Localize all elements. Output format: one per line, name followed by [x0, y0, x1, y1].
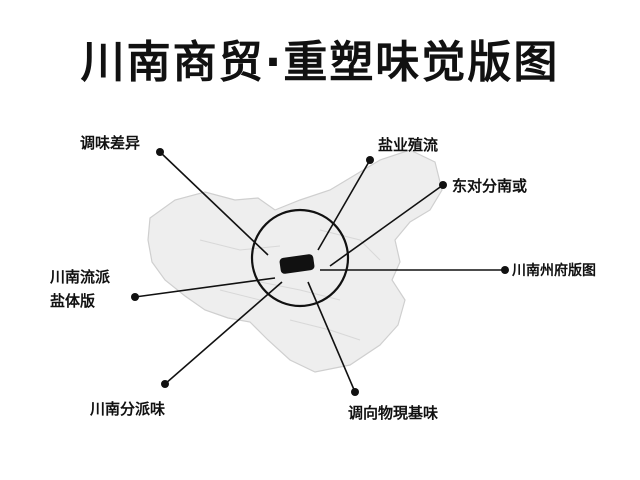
label-bottom-right: 调向物現基味 [348, 404, 439, 422]
page-title: 川南商贸·重塑味觉版图 [80, 37, 560, 88]
center-badge [279, 254, 315, 274]
label-top-right: 盐业殖流 [378, 136, 439, 154]
label-bottom-left: 川南分派味 [90, 400, 166, 418]
dot-top-right [366, 156, 374, 164]
dot-right-mid [501, 266, 509, 274]
label-top-left: 调味差异 [80, 134, 141, 152]
line-right-upper [329, 184, 444, 267]
dot-bottom-left [161, 380, 169, 388]
line-left-mid [134, 277, 276, 298]
line-top-left [159, 151, 269, 256]
line-top-right [317, 159, 371, 251]
dot-right-upper [439, 181, 447, 189]
line-bottom-left [164, 281, 283, 385]
dot-left-mid [131, 293, 139, 301]
label-left-mid-line1: 川南流派 [50, 268, 111, 286]
label-right-mid: 川南州府版图 [512, 263, 596, 279]
dot-bottom-right [351, 388, 359, 396]
label-left-mid-line2: 盐体版 [50, 292, 96, 310]
dot-top-left [156, 148, 164, 156]
line-bottom-right [307, 281, 356, 393]
focus-circle [250, 208, 350, 308]
label-right-upper: 东对分南或 [452, 177, 528, 195]
map-inner-lines [199, 229, 381, 341]
